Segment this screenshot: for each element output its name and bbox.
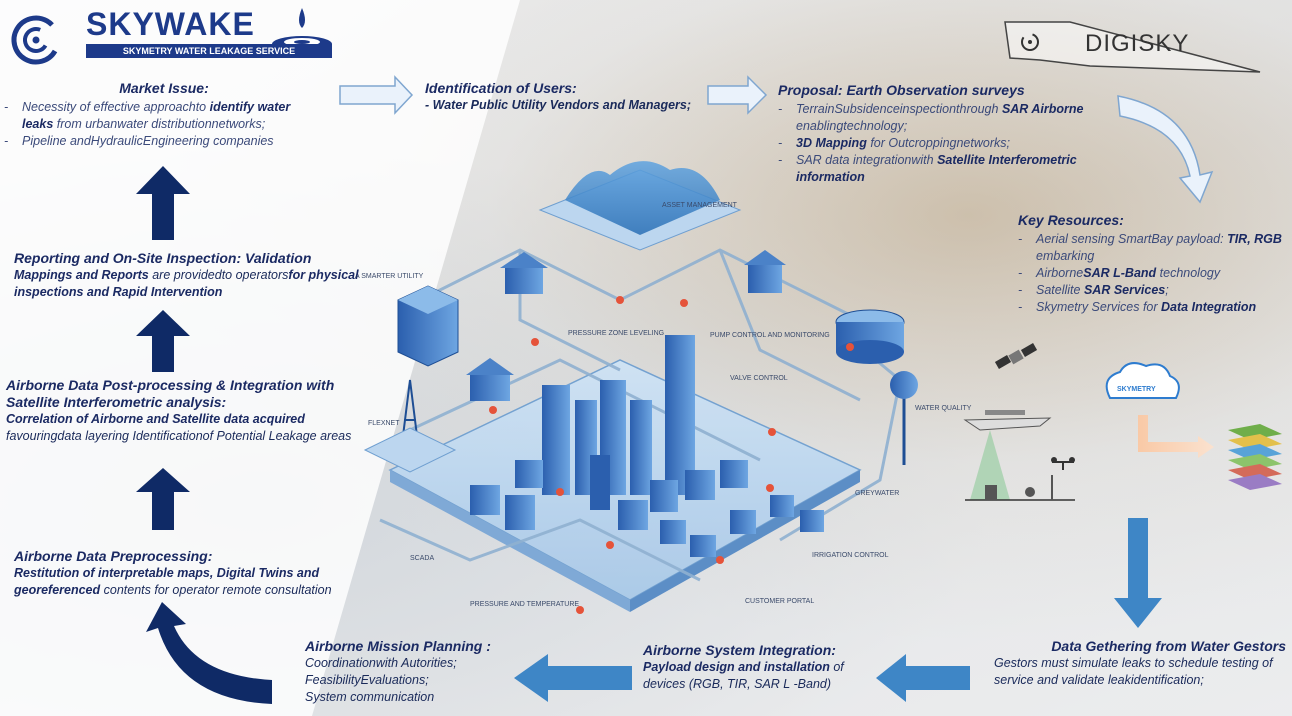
arrow-proposal-to-resources [1117,95,1214,204]
proposal-item-1: TerrainSubsidenceinspectionthrough SAR A… [778,101,1113,135]
arrow-preproc-to-postproc [136,468,190,530]
label-pressure-zone: PRESSURE ZONE LEVELING [568,330,664,337]
market-item-1: Necessity of effective approachto identi… [4,99,324,133]
digisky-logo-text: DIGISKY [1085,30,1190,57]
postproc-block: Airborne Data Post-processing & Integrat… [6,377,361,445]
arrow-reporting-to-market [136,166,190,240]
satellite-icon [994,343,1038,369]
market-item-2: Pipeline andHydraulicEngineering compani… [4,133,324,150]
mission-title: Airborne Mission Planning : [305,638,491,654]
label-scada: SCADA [410,555,434,562]
mission-line-2: FeasibilityEvaluations; [305,673,429,687]
resources-item-4: Skymetry Services for Data Integration [1018,299,1288,316]
postproc-text: Correlation of Airborne and Satellite da… [6,412,352,443]
digisky-logo-icon [1004,21,1261,73]
arrow-market-to-users [339,75,414,115]
proposal-title: Proposal: Earth Observation surveys [778,82,1025,98]
integration-block: Airborne System Integration: Payload des… [643,642,873,693]
skywake-logo-text: SKYWAKE [86,6,255,42]
preproc-block: Airborne Data Preprocessing: Restitution… [14,548,344,599]
label-asset: ASSET MANAGEMENT [662,202,738,209]
ground-scene-icon [965,475,1075,501]
gathering-title: Data Gethering from Water Gestors [1051,638,1286,654]
resources-item-1: Aerial sensing SmartBay payload: TIR, RG… [1018,231,1288,265]
reporting-title: Reporting and On-Site Inspection: Valida… [14,250,312,266]
proposal-item-2: 3D Mapping for Outcroppingnetworks; [778,135,1113,152]
reporting-text: Mappings and Reports are providedto oper… [14,268,359,299]
users-block: Identification of Users: - Water Public … [425,80,725,114]
resources-item-3: Satellite SAR Services; [1018,282,1288,299]
integration-title: Airborne System Integration: [643,642,836,658]
arrow-down-to-gathering [1114,518,1162,628]
label-customer: CUSTOMER PORTAL [745,598,814,605]
label-flexnet: FLEXNET [368,420,400,427]
users-text: - Water Public Utility Vendors and Manag… [425,98,692,112]
skywake-logo-subtitle: SKYMETRY WATER LEAKAGE SERVICE [86,44,332,58]
gathering-block: Data Gethering from Water Gestors Gestor… [976,638,1286,689]
skywake-logo-icon [11,15,61,65]
label-irrigation: IRRIGATION CONTROL [812,552,889,559]
resources-block: Key Resources: Aerial sensing SmartBay p… [1018,212,1288,316]
mission-block: Airborne Mission Planning : Coordination… [305,638,525,706]
label-pump: PUMP CONTROL AND MONITORING [710,332,830,339]
label-pressure-temp: PRESSURE AND TEMPERATURE [470,601,579,608]
airplane-icon [963,410,1052,431]
gathering-text: Gestors must simulate leaks to schedule … [994,656,1273,687]
label-valve: VALVE CONTROL [730,375,788,382]
arrow-postproc-to-reporting [136,310,190,372]
sensor-beam-icon [970,430,1010,500]
arrow-gathering-to-integration [876,654,970,702]
skymetry-cloud-icon: SKYMETRY [1105,362,1180,399]
arrow-integration-to-mission [514,654,632,702]
arrow-mission-to-preproc [146,602,272,704]
proposal-item-3: SAR data integrationwith Satellite Inter… [778,152,1113,186]
label-water-quality: WATER QUALITY [915,405,972,412]
market-issue-block: Market Issue: Necessity of effective app… [4,80,324,150]
postproc-title: Airborne Data Post-processing & Integrat… [6,377,335,410]
diagram-labels: ASSET MANAGEMENT A SMARTER UTILITY PRESS… [355,202,972,608]
cloud-label: SKYMETRY [1117,386,1156,393]
preproc-title: Airborne Data Preprocessing: [14,548,213,564]
proposal-block: Proposal: Earth Observation surveys Terr… [778,82,1113,186]
arrow-users-to-proposal [707,75,768,115]
preproc-text: Restitution of interpretable maps, Digit… [14,566,332,597]
label-greywater: GREYWATER [855,490,899,497]
resources-item-2: AirborneSAR L-Band technology [1018,265,1288,282]
users-title: Identification of Users: [425,80,577,96]
data-layers-icon [1228,424,1282,490]
market-issue-title: Market Issue: [119,80,209,96]
orange-flow-arrow [1138,415,1214,458]
mission-line-3: System communication [305,690,435,704]
smart-city-illustration [363,161,918,614]
mission-line-1: Coordinationwith Autorities; [305,656,457,670]
drone-icon [1051,457,1075,470]
integration-text: Payload design and installation of devic… [643,660,844,691]
reporting-block: Reporting and On-Site Inspection: Valida… [14,250,364,301]
resources-title: Key Resources: [1018,212,1124,228]
label-smarter: A SMARTER UTILITY [355,273,424,280]
